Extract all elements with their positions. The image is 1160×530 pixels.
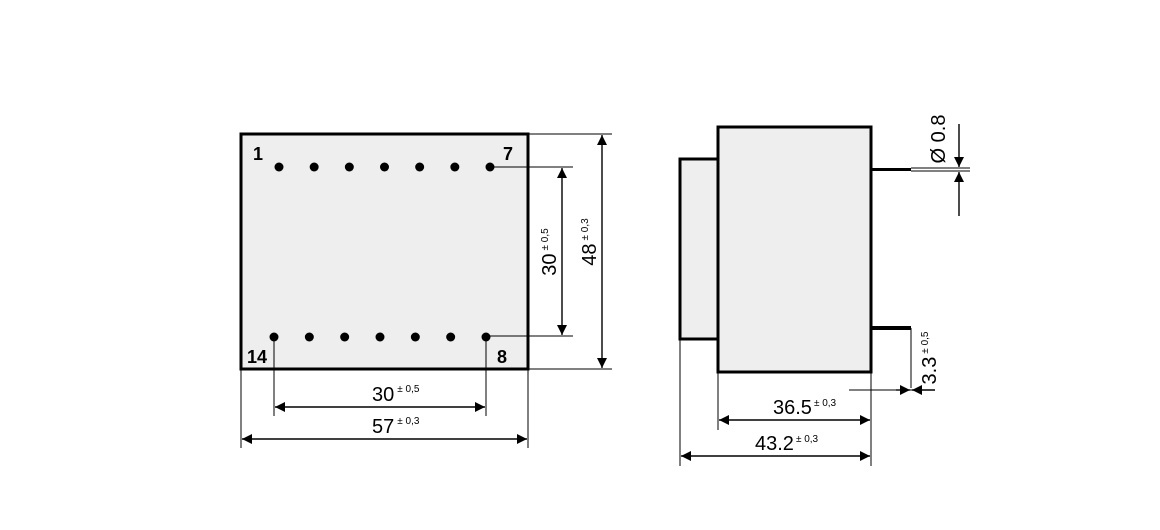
dim-label-outer-height: 48± 0,3 [579,218,601,266]
svg-text:48± 0,3: 48± 0,3 [579,218,601,266]
side-pin-top [871,168,911,171]
dim-label-total-depth: 43.2± 0,3 [755,433,819,455]
pin-label-1: 1 [253,144,263,164]
pin-dot [309,162,319,172]
pin-dot [340,332,350,342]
top-pin-row [274,162,495,172]
dim-label-body-depth: 36.5± 0,3 [773,397,837,419]
front-body [239,132,530,371]
pin-label-8: 8 [497,347,507,367]
side-pin-bottom [871,326,911,330]
svg-text:Ø 0.8: Ø 0.8 [928,115,950,164]
pin-dot [344,162,354,172]
side-body [716,125,873,374]
pin-dot [380,162,389,172]
side-flange [678,157,720,341]
front-view: 1 7 14 8 30± 0,5 48± 0,3 30± 0,5 [239,132,612,448]
pin-dot [415,162,425,172]
pin-dot [446,332,456,342]
svg-text:30± 0,5: 30± 0,5 [539,228,561,276]
dim-label-inner-height: 30± 0,5 [539,228,561,276]
pin-dot [450,162,460,172]
pin-dot [304,332,314,342]
svg-text:3.3± 0,5: 3.3± 0,5 [919,331,941,384]
dim-label-body-width: 57± 0,3 [372,416,420,438]
dim-label-pin-diameter: Ø 0.8 [928,115,950,164]
side-view: Ø 0.8 3.3± 0,5 36.5± 0,3 43.2± 0,3 [678,115,970,466]
pin-label-14: 14 [247,347,267,367]
pin-dot [274,162,284,172]
pin-dot [410,332,420,342]
dim-label-pin-length: 3.3± 0,5 [919,331,941,384]
pin-dot [375,332,385,342]
pin-label-7: 7 [503,144,513,164]
dim-label-pin-row-width: 30± 0,5 [372,384,420,406]
